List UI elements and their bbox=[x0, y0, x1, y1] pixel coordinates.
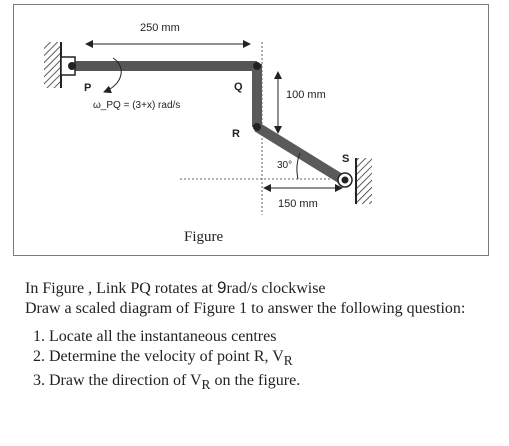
joint-r bbox=[253, 123, 261, 131]
ground-right bbox=[355, 158, 372, 204]
question-list: Locate all the instantaneous centres Det… bbox=[25, 327, 500, 395]
point-q-label: Q bbox=[234, 81, 243, 93]
point-r-label: R bbox=[232, 128, 240, 140]
pivot-p bbox=[60, 56, 76, 76]
problem-line-1: In Figure , Link PQ rotates at 9rad/s cl… bbox=[25, 278, 500, 299]
question-item-3-subscript: R bbox=[201, 377, 211, 393]
question-item-3-tail: on the figure. bbox=[210, 372, 301, 390]
question-item-1-text: Locate all the instantaneous centres bbox=[49, 328, 277, 345]
problem-line-1-start: In Figure , Link PQ rotates at bbox=[25, 280, 217, 297]
figure-caption: Figure bbox=[184, 229, 224, 245]
problem-statement: In Figure , Link PQ rotates at 9rad/s cl… bbox=[25, 278, 500, 395]
dimension-rs-label: 150 mm bbox=[278, 198, 318, 210]
angle-label: 30° bbox=[277, 160, 292, 171]
angular-speed-value: 9 bbox=[216, 278, 227, 297]
question-item-2-text: Determine the velocity of point R, V bbox=[49, 348, 284, 365]
question-item-3: Draw the direction of VR on the figure. bbox=[49, 371, 500, 395]
problem-line-2: Draw a scaled diagram of Figure 1 to ans… bbox=[25, 300, 466, 317]
joint-q bbox=[253, 62, 261, 70]
omega-label: ω_PQ = (3+x) rad/s bbox=[93, 100, 180, 111]
ground-left bbox=[44, 42, 62, 88]
angle-arc bbox=[296, 152, 301, 180]
question-item-3-text: Draw the direction of V bbox=[49, 372, 202, 390]
rotation-arrow bbox=[103, 57, 122, 94]
dimension-qr-label: 100 mm bbox=[286, 89, 326, 101]
question-item-1: Locate all the instantaneous centres bbox=[49, 327, 500, 347]
point-s-label: S bbox=[342, 153, 349, 165]
question-item-2-subscript: R bbox=[283, 353, 293, 369]
pivot-s bbox=[337, 172, 353, 188]
dimension-pq-label: 250 mm bbox=[140, 22, 180, 34]
point-p-label: P bbox=[84, 82, 91, 94]
question-item-2: Determine the velocity of point R, VR bbox=[49, 347, 500, 371]
problem-line-1-end: rad/s clockwise bbox=[226, 280, 326, 297]
